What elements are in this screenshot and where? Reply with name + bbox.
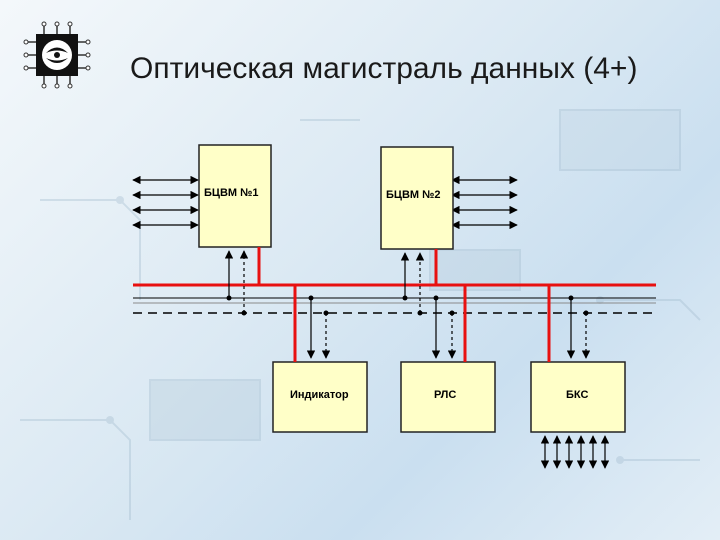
bks-label: БКС [566,389,588,401]
indicator-bus-links [293,285,331,362]
indicator-block [272,361,368,433]
bcvm2-label: БЦВМ №2 [386,189,440,201]
slide-title: Оптическая магистраль данных (4+) [130,52,638,85]
rls-block [400,361,496,433]
bcvm1-label: БЦВМ №1 [204,187,258,199]
bks-block [530,361,626,433]
bcvm1-bus-links [224,247,261,316]
bcvm2-external-arrows [451,175,518,230]
chip-logo-icon [23,21,91,89]
indicator-label: Индикатор [290,389,349,401]
bks-bus-links [547,285,591,362]
bcvm1-external-arrows [132,175,199,230]
bks-external-arrows [540,435,610,469]
rls-label: РЛС [434,389,456,401]
rls-bus-links [431,285,467,362]
bcvm1-block [198,144,272,248]
bcvm2-block [380,146,454,250]
bcvm2-bus-links [400,249,438,316]
